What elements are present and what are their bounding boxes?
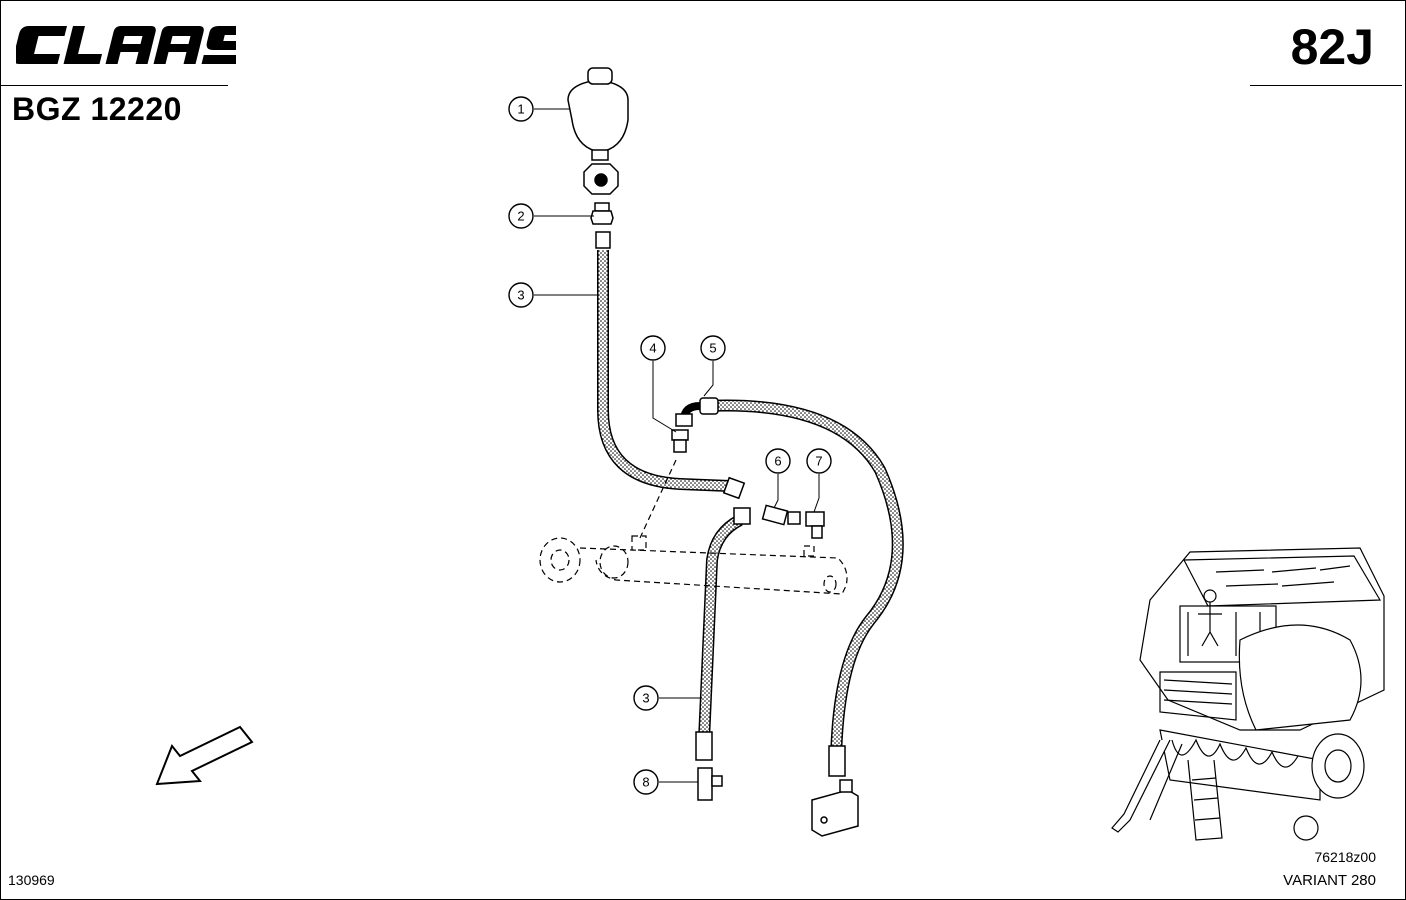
direction-arrow-icon — [155, 725, 254, 786]
fitting-4 — [671, 429, 689, 453]
accumulator — [567, 67, 629, 195]
callout-3-upper-label: 3 — [517, 288, 524, 303]
callout-3-upper: 3 — [508, 282, 534, 308]
callout-4-label: 4 — [649, 341, 656, 356]
adapter-fitting — [590, 202, 614, 249]
callout-5-label: 5 — [709, 341, 716, 356]
leader-lines — [534, 108, 820, 783]
callout-5: 5 — [700, 335, 726, 361]
hose-3-upper — [597, 250, 731, 492]
valve-block — [811, 779, 859, 837]
logo-underline — [0, 85, 228, 86]
callout-7-label: 7 — [815, 454, 822, 469]
hose-3-end-fitting — [722, 476, 746, 500]
footer-left-number: 130969 — [8, 872, 55, 888]
hydraulic-cylinder-phantom — [539, 459, 848, 595]
callout-7: 7 — [806, 448, 832, 474]
elbow-fitting-5 — [675, 397, 719, 427]
hose-3-lower-bottom-fitting — [695, 731, 713, 761]
drawing-number: 76218z00 — [1314, 849, 1376, 865]
hose-3-lower-top-fitting — [733, 507, 751, 525]
callout-4: 4 — [640, 335, 666, 361]
fitting-7 — [805, 511, 825, 539]
fitting-6 — [761, 504, 801, 526]
tee-fitting-8 — [697, 767, 723, 801]
callout-3-lower: 3 — [633, 685, 659, 711]
callout-1: 1 — [508, 96, 534, 122]
model-name: VARIANT 280 — [1283, 872, 1376, 889]
callout-3-lower-label: 3 — [642, 691, 649, 706]
hose-5-bottom-fitting — [828, 745, 846, 777]
page-code: 82J — [1290, 19, 1374, 75]
callout-6-label: 6 — [774, 454, 781, 469]
doc-code: BGZ 12220 — [12, 91, 182, 127]
claas-logo — [16, 26, 236, 64]
callout-8: 8 — [633, 769, 659, 795]
callout-8-label: 8 — [642, 775, 649, 790]
callout-2-label: 2 — [517, 209, 524, 224]
callout-1-label: 1 — [517, 102, 524, 117]
callout-6: 6 — [765, 448, 791, 474]
callout-2: 2 — [508, 203, 534, 229]
baler-machine-illustration — [1111, 547, 1385, 841]
page-code-underline — [1250, 85, 1402, 86]
